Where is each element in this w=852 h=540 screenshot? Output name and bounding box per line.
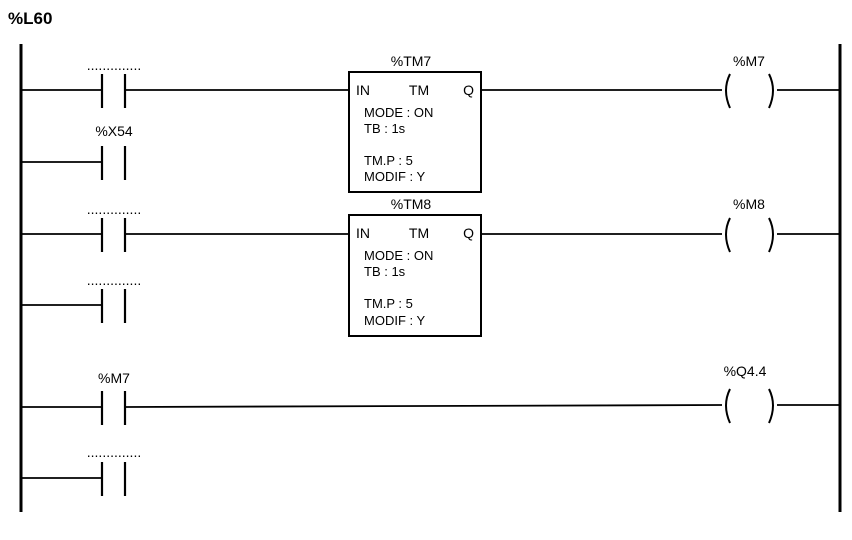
timer-block-1[interactable]	[348, 71, 482, 193]
contact-3-1-label: %M7	[98, 370, 130, 386]
timer-block-1-type: TM	[409, 82, 429, 98]
coil-2-label: %M8	[733, 196, 765, 212]
timer-block-1-name: %TM7	[391, 53, 432, 69]
timer-block-2-type: TM	[409, 225, 429, 241]
coil-1-label: %M7	[733, 53, 765, 69]
timer-block-1-q: Q	[463, 82, 474, 98]
contact-1-1-label: ..............	[87, 57, 141, 73]
timer-block-1-tb: TB : 1s	[364, 121, 406, 136]
timer-block-2-preset: TM.P : 5	[364, 296, 413, 311]
contact-2-1[interactable]	[100, 218, 127, 252]
contact-1-2-label: %X54	[95, 123, 133, 139]
timer-block-2-in: IN	[356, 225, 370, 241]
branch-wire	[125, 90, 195, 162]
timer-block-2[interactable]	[348, 214, 482, 337]
contact-3-1[interactable]	[100, 391, 127, 425]
contact-2-2[interactable]	[100, 289, 127, 323]
contact-1-1[interactable]	[100, 74, 127, 108]
rung-1: .............. %X54 %TM7 IN TM Q MODE : …	[21, 53, 840, 193]
wire	[124, 404, 723, 408]
timer-block-1-preset: TM.P : 5	[364, 153, 413, 168]
timer-block-1-mode: MODE : ON	[364, 105, 433, 120]
network-label: %L60	[8, 9, 52, 28]
timer-block-2-name: %TM8	[391, 196, 432, 212]
contact-3-2-label: ..............	[87, 444, 141, 460]
rung-3: %M7 .............. %Q4.4	[21, 363, 840, 496]
timer-block-1-in: IN	[356, 82, 370, 98]
timer-block-2-mode: MODE : ON	[364, 248, 433, 263]
contact-1-2[interactable]	[100, 146, 127, 180]
coil-2[interactable]	[725, 217, 774, 253]
branch-wire	[125, 234, 195, 305]
timer-block-2-q: Q	[463, 225, 474, 241]
timer-block-2-tb: TB : 1s	[364, 264, 406, 279]
timer-block-1-modif: MODIF : Y	[364, 169, 425, 184]
contact-2-1-label: ..............	[87, 201, 141, 217]
coil-3-label: %Q4.4	[724, 363, 767, 379]
coil-1[interactable]	[725, 73, 774, 109]
timer-block-2-modif: MODIF : Y	[364, 313, 425, 328]
branch-wire	[125, 407, 195, 478]
rung-2: .............. .............. %TM8 IN TM…	[21, 196, 840, 337]
coil-3[interactable]	[725, 388, 774, 424]
contact-2-2-label: ..............	[87, 272, 141, 288]
contact-3-2[interactable]	[100, 462, 127, 496]
